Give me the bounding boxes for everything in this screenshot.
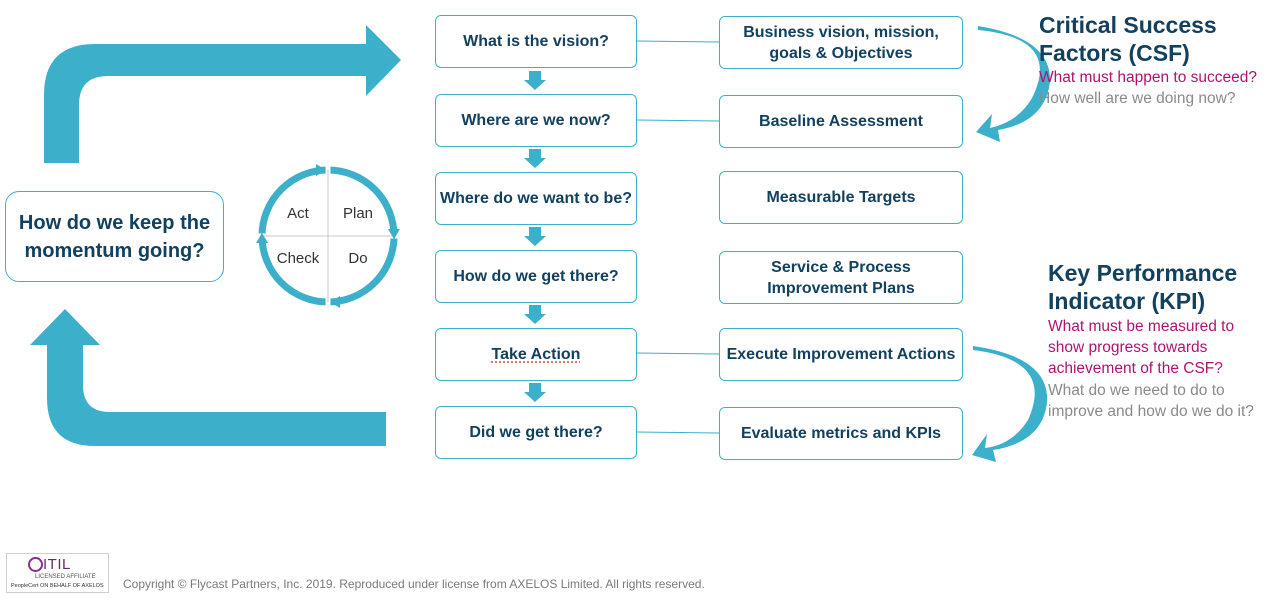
- csf-curved-arrow: [976, 26, 1051, 142]
- answer-label: Business vision, mission, goals & Object…: [743, 23, 939, 62]
- pdca-plan: Plan: [343, 205, 373, 222]
- connector-2: [636, 119, 720, 122]
- pdca-arrowhead-bottom: [330, 296, 340, 308]
- down-arrow-5: [524, 383, 546, 402]
- momentum-text: How do we keep the momentum going?: [18, 211, 211, 262]
- copyright-text: Copyright © Flycast Partners, Inc. 2019.…: [123, 577, 705, 591]
- answer-label: Evaluate metrics and KPIs: [740, 425, 942, 442]
- csf-question-1: What must happen to succeed?: [1039, 69, 1257, 86]
- question-box-vision: What is the vision?: [435, 15, 637, 68]
- connector-5: [636, 352, 720, 355]
- answer-box-targets: Measurable Targets: [719, 171, 963, 224]
- pdca-check: Check: [277, 250, 320, 267]
- pdca-wheel: Act Plan Check Do: [256, 164, 400, 308]
- question-box-how: How do we get there?: [435, 250, 637, 303]
- momentum-box: How do we keep the momentum going?: [5, 191, 224, 282]
- pdca-arrowhead-left: [256, 233, 268, 243]
- kpi-question-1: What must be measured to show progress t…: [1048, 318, 1235, 377]
- kpi-curved-arrow: [972, 346, 1048, 462]
- down-arrow-2: [524, 149, 546, 168]
- down-arrow-1: [524, 71, 546, 90]
- pdca-do: Do: [348, 250, 367, 267]
- cycle-arrow-top: [44, 25, 401, 163]
- pdca-arrowhead-right: [388, 229, 400, 239]
- connector-6: [636, 431, 720, 434]
- itil-ring-icon: [28, 557, 43, 572]
- answer-box-evaluate: Evaluate metrics and KPIs: [719, 407, 963, 460]
- question-label: Did we get there?: [469, 424, 603, 441]
- itil-logo: ITIL LICENSED AFFILIATE PeopleCert ON BE…: [6, 553, 109, 593]
- question-label: Where do we want to be?: [439, 190, 632, 207]
- question-label: Take Action: [491, 346, 581, 363]
- answer-box-execute: Execute Improvement Actions: [719, 328, 963, 381]
- pdca-act: Act: [287, 205, 310, 222]
- answer-label: Baseline Assessment: [759, 113, 923, 130]
- question-box-did: Did we get there?: [435, 406, 637, 459]
- itil-licensed-text: LICENSED AFFILIATE: [35, 574, 96, 580]
- answer-box-baseline: Baseline Assessment: [719, 95, 963, 148]
- answer-label: Measurable Targets: [766, 189, 916, 206]
- itil-peoplecert-text: PeopleCert ON BEHALF OF AXELOS: [11, 583, 104, 589]
- connector-1: [636, 40, 720, 43]
- csf-question-2: How well are we doing now?: [1039, 90, 1236, 107]
- question-label: Where are we now?: [461, 112, 611, 129]
- pdca-arrowhead-top: [316, 164, 326, 176]
- answer-box-vision: Business vision, mission, goals & Object…: [719, 16, 963, 69]
- question-label: How do we get there?: [453, 268, 619, 285]
- down-arrow-3: [524, 227, 546, 246]
- down-arrow-4: [524, 305, 546, 324]
- kpi-question-2: What do we need to do to improve and how…: [1048, 382, 1254, 420]
- question-box-action: Take Action: [435, 328, 637, 381]
- question-label: What is the vision?: [463, 33, 609, 50]
- answer-box-plans: Service & Process Improvement Plans: [719, 251, 963, 304]
- csf-title: Critical Success Factors (CSF): [1039, 12, 1217, 66]
- answer-label: Execute Improvement Actions: [726, 346, 956, 363]
- cycle-arrow-bottom: [30, 309, 386, 446]
- question-box-want: Where do we want to be?: [435, 172, 637, 225]
- itil-brand: ITIL: [43, 556, 71, 573]
- answer-label: Service & Process Improvement Plans: [767, 258, 915, 297]
- question-box-now: Where are we now?: [435, 94, 637, 147]
- kpi-title: Key Performance Indicator (KPI): [1048, 260, 1238, 314]
